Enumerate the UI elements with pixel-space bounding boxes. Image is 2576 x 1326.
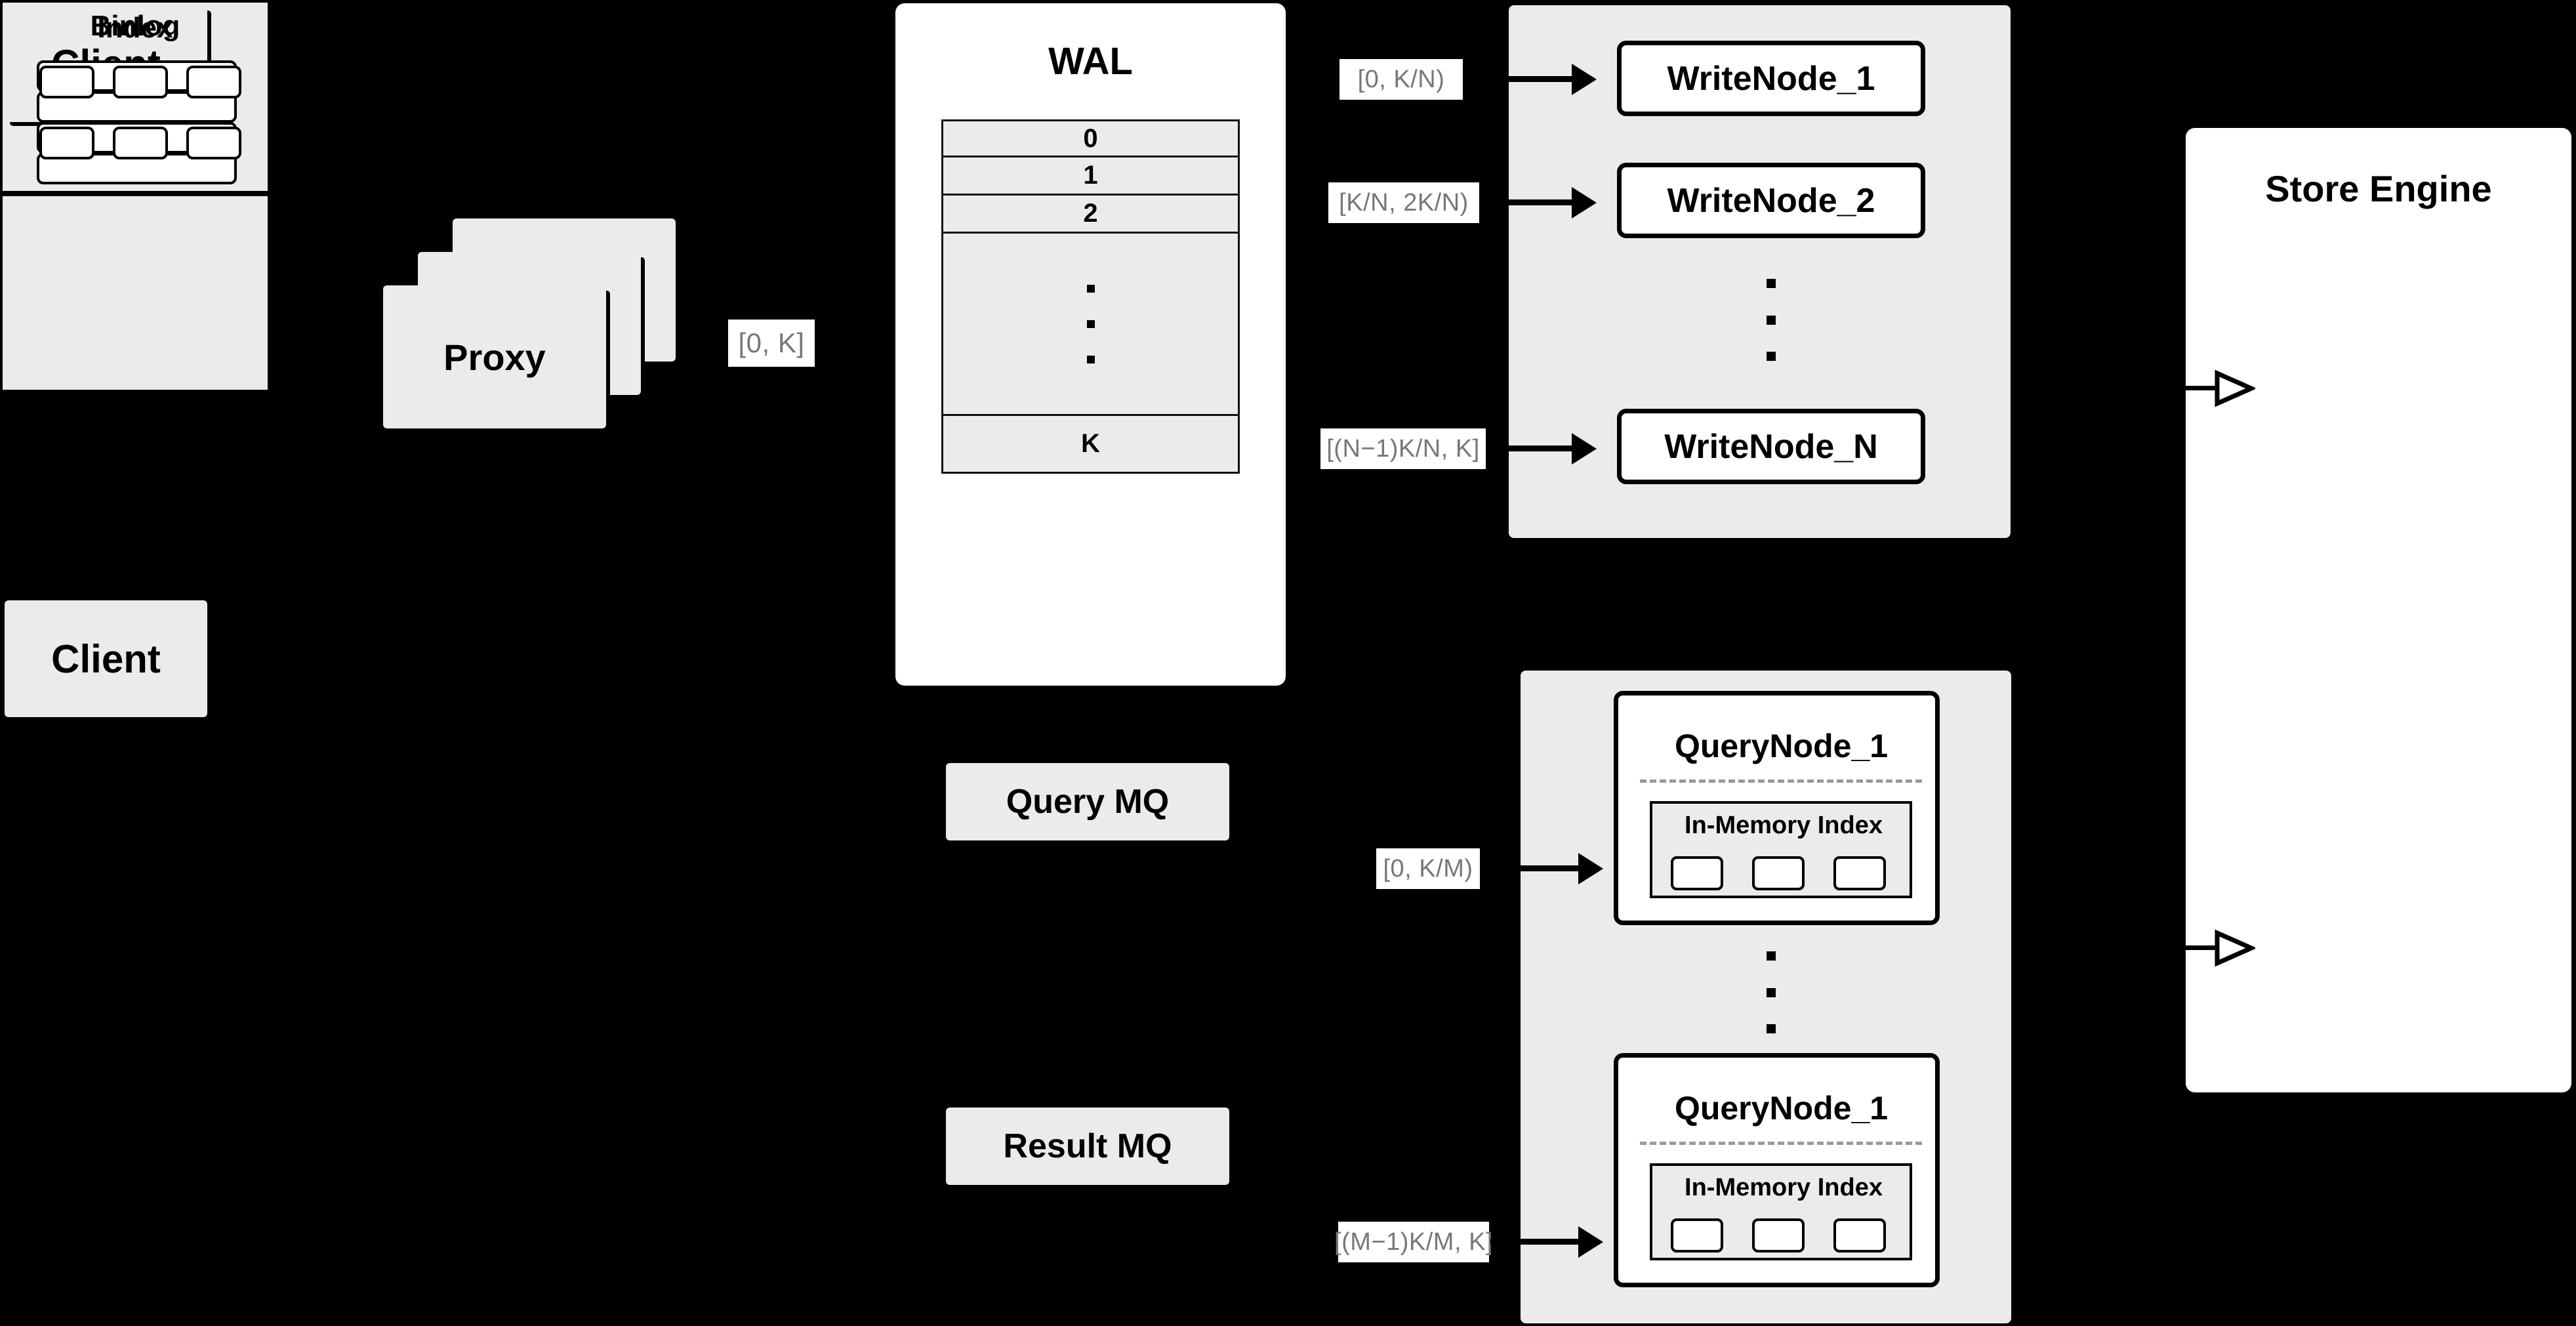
write-node-2-arrow-line (1484, 199, 1573, 205)
query-node-group-ellipsis (1767, 951, 1776, 1033)
query-node-m-box[interactable]: QueryNode_1 In-Memory Index (1614, 1053, 1940, 1287)
query-node-1-box[interactable]: QueryNode_1 In-Memory Index (1614, 691, 1940, 925)
query-node-1-index-slot-2 (1752, 856, 1805, 890)
store-engine-panel (2186, 128, 2571, 1092)
query-node-m-divider (1640, 1142, 1922, 1145)
query-node-m-index-slot-3 (1833, 1218, 1886, 1253)
store-index-panel: Index (0, 12, 270, 392)
binlog-arrow-head-icon (2215, 369, 2255, 407)
write-node-n-box[interactable]: WriteNode_N (1617, 409, 1925, 484)
write-node-group-ellipsis (1767, 279, 1776, 361)
query-node-1-index-slot-3 (1833, 856, 1886, 890)
query-node-m-arrow-line (1490, 1239, 1580, 1245)
query-node-1-arrow-line (1484, 865, 1580, 871)
write-node-1-arrow-line (1475, 76, 1573, 82)
write-node-1-interval-tag: [0, K/N) (1339, 59, 1463, 100)
store-index-slot-5 (113, 127, 168, 159)
wal-row-1: 1 (941, 157, 1240, 196)
query-node-1-divider (1640, 779, 1922, 783)
wal-row-k: K (941, 416, 1240, 474)
write-node-n-interval-tag: [(N−1)K/N, K] (1320, 428, 1486, 469)
wal-title: WAL (1048, 40, 1133, 83)
write-node-n-arrow-line (1490, 445, 1573, 451)
store-index-slot-1 (39, 66, 94, 98)
query-node-m-index-title: In-Memory Index (1685, 1174, 1883, 1201)
query-node-1-index-slot-1 (1671, 856, 1723, 890)
query-node-m-index-slot-1 (1671, 1218, 1723, 1253)
write-node-2-interval-tag: [K/N, 2K/N) (1328, 182, 1479, 223)
wal-row-0: 0 (941, 119, 1240, 157)
query-node-m-interval-tag: [(M−1)K/M, K] (1334, 1222, 1492, 1262)
query-node-1-label: QueryNode_1 (1674, 728, 1889, 764)
store-index-slot-4 (39, 127, 94, 159)
proxy-card-front[interactable]: Proxy (383, 285, 606, 428)
wal-row-2: 2 (941, 196, 1240, 234)
client-label-2: Client (51, 636, 161, 681)
store-engine-title: Store Engine (2265, 168, 2492, 209)
query-node-1-inmemory-index: In-Memory Index (1650, 801, 1912, 898)
query-node-m-inmemory-index: In-Memory Index (1650, 1163, 1912, 1260)
store-index-slot-2 (113, 66, 168, 98)
query-node-m-index-slot-2 (1752, 1218, 1805, 1253)
query-mq-box[interactable]: Query MQ (946, 763, 1229, 840)
index-arrow-head-icon (2215, 929, 2255, 967)
store-index-slot-3 (186, 66, 241, 98)
write-node-1-box[interactable]: WriteNode_1 (1617, 41, 1925, 116)
store-index-title: Index (97, 12, 173, 44)
write-node-2-box[interactable]: WriteNode_2 (1617, 163, 1925, 238)
wal-ellipsis-dots (1086, 284, 1095, 363)
query-node-1-interval-tag: [0, K/M) (1376, 848, 1480, 889)
write-node-n-arrow-head (1572, 433, 1597, 465)
client-box-2[interactable]: Client (5, 600, 207, 717)
query-node-1-index-title: In-Memory Index (1685, 812, 1883, 839)
query-node-m-arrow-head (1578, 1226, 1603, 1258)
query-node-m-label: QueryNode_1 (1674, 1090, 1889, 1127)
wal-row-ellipsis (941, 234, 1240, 416)
write-node-1-arrow-head (1572, 64, 1597, 95)
index-arrow-line (2186, 945, 2217, 950)
proxy-label: Proxy (443, 336, 546, 378)
binlog-title: Binlog (90, 10, 180, 42)
binlog-arrow-line (2186, 386, 2217, 390)
store-index-slot-6 (186, 127, 241, 159)
result-mq-box[interactable]: Result MQ (946, 1108, 1229, 1185)
query-node-1-arrow-head (1578, 853, 1603, 884)
write-node-2-arrow-head (1572, 187, 1597, 218)
proxy-interval-tag: [0, K] (728, 320, 815, 367)
